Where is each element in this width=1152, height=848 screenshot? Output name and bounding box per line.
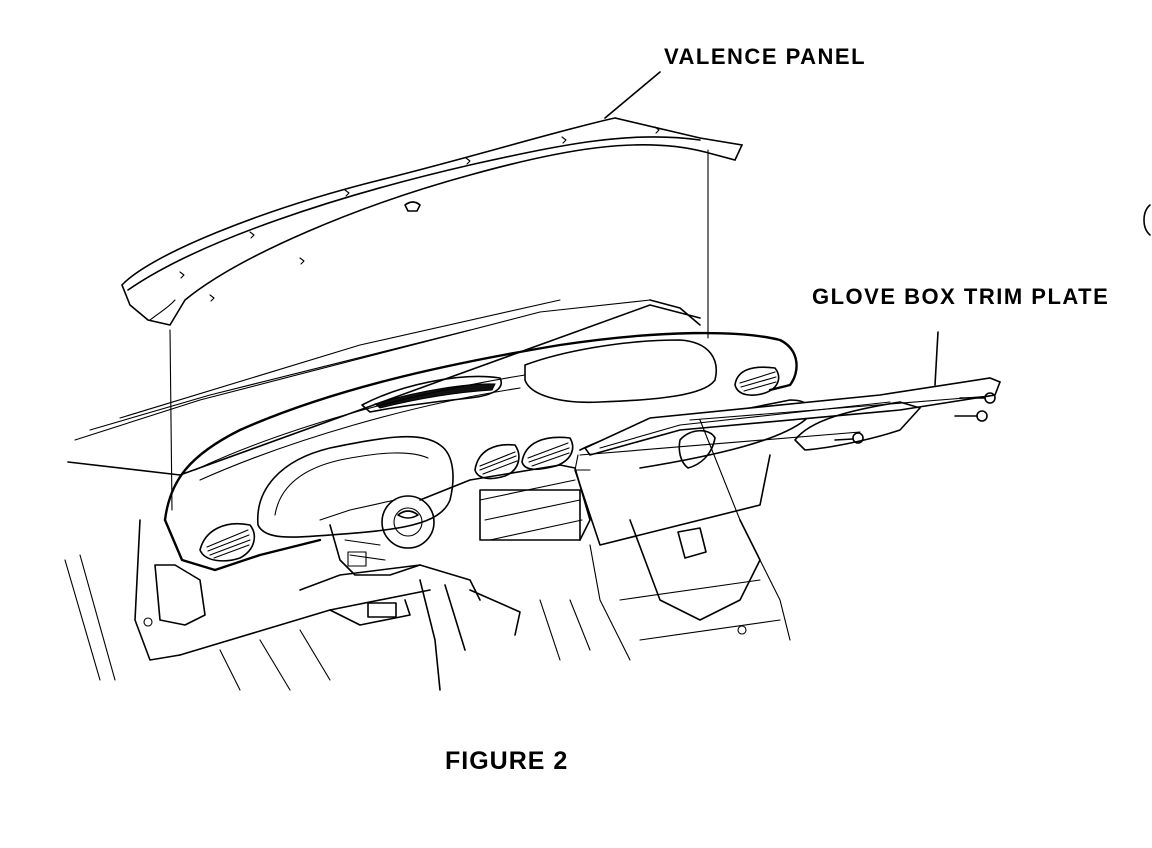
glove-box-leader-line	[934, 331, 939, 386]
air-vent-center-left	[474, 443, 520, 480]
air-vent-right	[734, 366, 780, 396]
valence-panel	[121, 117, 744, 326]
screw-trim-plate-2	[954, 410, 988, 422]
edge-mark	[1143, 204, 1151, 236]
figure-caption: FIGURE 2	[445, 747, 569, 775]
glove-box-trim-plate	[583, 377, 1002, 456]
steering-column	[299, 495, 481, 601]
air-vent-center-right	[521, 436, 574, 471]
trim-plate-guide-line	[579, 431, 861, 456]
screw-trim-plate-3	[834, 432, 864, 444]
dashboard	[163, 331, 798, 572]
air-vent-left	[199, 523, 256, 562]
valence-leader-line	[604, 71, 661, 119]
glove-box-trim-plate-label: GLOVE BOX TRIM PLATE	[812, 284, 1110, 309]
valence-panel-label: VALENCE PANEL	[664, 44, 867, 69]
valence-drop-line-left	[169, 329, 173, 511]
cowl-lines	[67, 299, 701, 476]
lower-interior	[64, 419, 791, 691]
